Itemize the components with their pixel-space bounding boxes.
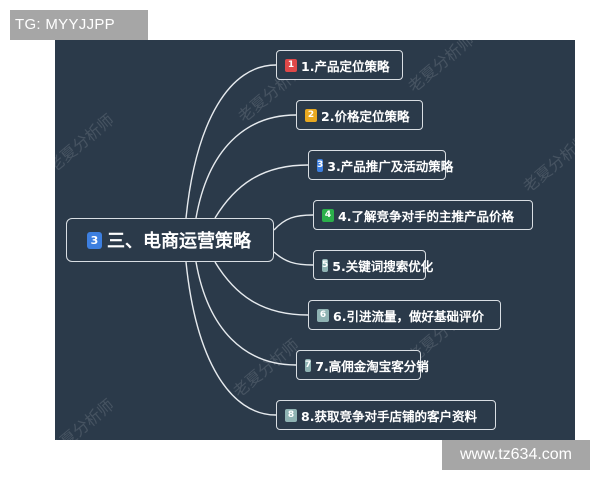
priority-badge-icon: 5 xyxy=(322,258,329,272)
priority-badge-icon: 3 xyxy=(317,158,324,172)
branch-node-1[interactable]: 1 1.产品定位策略 xyxy=(276,50,403,80)
branch-node-2[interactable]: 2 2.价格定位策略 xyxy=(296,100,423,130)
branch-node-5[interactable]: 5 5.关键词搜索优化 xyxy=(313,250,433,280)
branch-label: 6.引进流量，做好基础评价 xyxy=(333,308,484,324)
branch-node-8[interactable]: 8 8.获取竞争对手店铺的客户资料 xyxy=(276,400,496,430)
root-label: 三、电商运营策略 xyxy=(107,231,251,252)
priority-badge-icon: 3 xyxy=(87,231,102,249)
branch-node-3[interactable]: 3 3.产品推广及活动策略 xyxy=(308,150,453,180)
branch-label: 7.高佣金淘宝客分销 xyxy=(315,358,429,374)
branch-label: 4.了解竞争对手的主推产品价格 xyxy=(338,208,514,224)
branch-label: 8.获取竞争对手店铺的客户资料 xyxy=(301,408,477,424)
priority-badge-icon: 4 xyxy=(322,208,334,222)
branch-label: 2.价格定位策略 xyxy=(321,108,410,124)
priority-badge-icon: 8 xyxy=(285,408,297,422)
branch-node-4[interactable]: 4 4.了解竞争对手的主推产品价格 xyxy=(313,200,533,230)
branch-node-7[interactable]: 7 7.高佣金淘宝客分销 xyxy=(296,350,429,380)
priority-badge-icon: 2 xyxy=(305,108,317,122)
branch-label: 5.关键词搜索优化 xyxy=(332,258,434,274)
branch-label: 3.产品推广及活动策略 xyxy=(327,158,454,174)
priority-badge-icon: 1 xyxy=(285,58,297,72)
root-node[interactable]: 3 三、电商运营策略 xyxy=(66,218,274,262)
site-url-label: www.tz634.com xyxy=(442,440,590,470)
priority-badge-icon: 6 xyxy=(317,308,329,322)
branch-label: 1.产品定位策略 xyxy=(301,58,390,74)
branch-node-6[interactable]: 6 6.引进流量，做好基础评价 xyxy=(308,300,501,330)
priority-badge-icon: 7 xyxy=(305,358,312,372)
tg-label: TG: MYYJJPP xyxy=(10,10,148,40)
